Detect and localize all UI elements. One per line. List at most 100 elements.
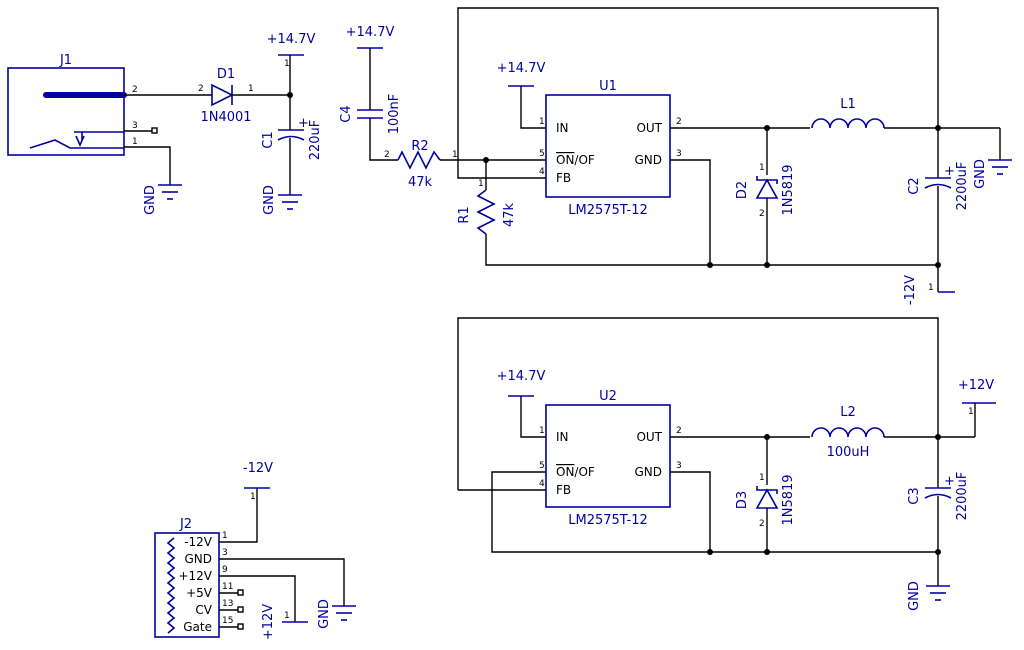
d3-value: 1N5819: [781, 474, 796, 525]
d2-value: 1N5819: [781, 164, 796, 215]
j1-pin2: 2: [132, 85, 138, 95]
gnd-label-c1: GND: [262, 185, 277, 215]
u2-pin-out: OUT: [636, 430, 662, 444]
u2-n5: 5: [539, 461, 545, 471]
u1-n4: 4: [539, 167, 545, 177]
c3-ref: C3: [907, 487, 922, 504]
c1-value: 220uF: [308, 120, 323, 161]
gnd-label-c3: GND: [907, 581, 922, 611]
u1-pin-in: IN: [556, 121, 569, 135]
schottky-diode-d3[interactable]: D3 1N5819: [735, 474, 796, 525]
d2-ref: D2: [735, 181, 750, 199]
power-m12v-j2: -12V: [243, 461, 273, 489]
gnd-label-j2: GND: [317, 599, 332, 629]
j2-pin15: 15: [222, 616, 233, 626]
d1-pin2: 2: [198, 84, 204, 94]
connector-j2[interactable]: J2 -12V GND +12V +5V CV Gate: [154, 517, 220, 638]
r1-value: 47k: [502, 202, 517, 227]
d2-pin2: 2: [759, 209, 765, 219]
gnd-symbol-c1: GND: [262, 185, 302, 215]
j1-ref: J1: [59, 53, 72, 68]
resistor-r1[interactable]: R1 47k: [457, 189, 517, 235]
gnd-symbol-j2: GND: [317, 599, 356, 629]
u1-pin-onoff-a: ON: [556, 153, 574, 167]
u2-ref: U2: [599, 389, 617, 404]
inductor-l2[interactable]: L2 100uH: [811, 405, 885, 460]
r1-pin1: 1: [478, 179, 484, 189]
u2-n2: 2: [676, 426, 682, 436]
j2-ref: J2: [179, 517, 192, 532]
c2-ref: C2: [907, 177, 922, 194]
d3-pin2: 2: [759, 519, 765, 529]
inductor-l1[interactable]: L1: [811, 97, 885, 129]
p147-label-2: +14.7V: [346, 25, 395, 40]
d3-ref: D3: [735, 491, 750, 509]
j2-pin3: 3: [222, 548, 228, 558]
capacitor-c2[interactable]: + C2 2200uF: [907, 162, 970, 211]
u1-pin-onoff: ON/OF: [556, 153, 595, 167]
regulator-u1[interactable]: U1 LM2575T-12 IN ON/OF FB OUT GND: [545, 79, 671, 218]
diode-d1[interactable]: D1 1N4001: [200, 67, 251, 125]
u2-n3: 3: [676, 461, 682, 471]
j2-label-gnd: GND: [184, 552, 212, 566]
j2-label-cv: CV: [195, 603, 212, 617]
l2-ref: L2: [840, 405, 856, 420]
j1-pin1: 1: [132, 137, 138, 147]
c2-plus: +: [944, 164, 955, 179]
capacitor-c3[interactable]: + C3 2200uF: [907, 472, 970, 521]
capacitor-c1[interactable]: + C1 220uF: [261, 116, 323, 160]
u2-pin-in: IN: [556, 430, 569, 444]
gnd-label-c2: GND: [973, 159, 988, 189]
capacitor-c4[interactable]: C4 100nF: [339, 94, 402, 135]
j2-label-p12: +12V: [178, 569, 212, 583]
j2-pin11: 11: [222, 582, 233, 592]
r2-pin1: 1: [452, 150, 458, 160]
p12-pin-2: 1: [284, 611, 290, 621]
d3-pin1: 1: [759, 473, 765, 483]
d1-value: 1N4001: [200, 110, 251, 125]
u2-pin-onoff-a: ON: [556, 465, 574, 479]
u1-n3: 3: [676, 149, 682, 159]
c4-value: 100nF: [387, 94, 402, 135]
d2-pin1: 1: [759, 163, 765, 173]
r1-ref: R1: [457, 206, 472, 223]
u1-pin-out: OUT: [636, 121, 662, 135]
power-147v-c4: +14.7V: [346, 25, 395, 49]
j1-pin3: 3: [132, 121, 138, 131]
jack-j1[interactable]: J1: [7, 53, 127, 156]
u2-pin-gnd: GND: [634, 465, 662, 479]
power-p12v-j2: +12V: [261, 604, 308, 640]
gnd-symbol-c2: GND: [973, 159, 1012, 189]
u2-pin-onoff-b: /OF: [574, 465, 594, 479]
u1-pin-gnd: GND: [634, 153, 662, 167]
u1-pin-fb: FB: [556, 171, 571, 185]
j2-pin13: 13: [222, 599, 233, 609]
c1-pwr-pin: 1: [284, 59, 290, 69]
p12-pin-1: 1: [968, 407, 974, 417]
j2-pin1: 1: [222, 531, 228, 541]
power-p12v-u2: +12V: [958, 378, 996, 404]
u2-n4: 4: [539, 479, 545, 489]
p147-label-3: +14.7V: [497, 61, 546, 76]
d1-pin1: 1: [248, 84, 254, 94]
m12-pin-2: 1: [250, 492, 256, 502]
c2-value: 2200uF: [955, 162, 970, 211]
m12-label-1: -12V: [903, 275, 918, 305]
u1-n5: 5: [539, 149, 545, 159]
u1-pin-onoff-b: /OF: [574, 153, 594, 167]
u2-pin-onoff: ON/OF: [556, 465, 595, 479]
m12-label-2: -12V: [243, 461, 273, 476]
d1-ref: D1: [217, 67, 235, 82]
p12-label-1: +12V: [958, 378, 994, 393]
regulator-u2[interactable]: U2 LM2575T-12 IN ON/OF FB OUT GND: [545, 389, 671, 528]
schottky-diode-d2[interactable]: D2 1N5819: [735, 164, 796, 215]
resistor-r2[interactable]: R2 47k: [397, 139, 441, 190]
u1-ref: U1: [599, 79, 617, 94]
c1-ref: C1: [261, 131, 276, 148]
c3-value: 2200uF: [955, 472, 970, 521]
j2-label-m12: -12V: [184, 535, 213, 549]
gnd-label-j1: GND: [143, 185, 158, 215]
r2-pin2: 2: [384, 150, 390, 160]
l1-ref: L1: [840, 97, 856, 112]
